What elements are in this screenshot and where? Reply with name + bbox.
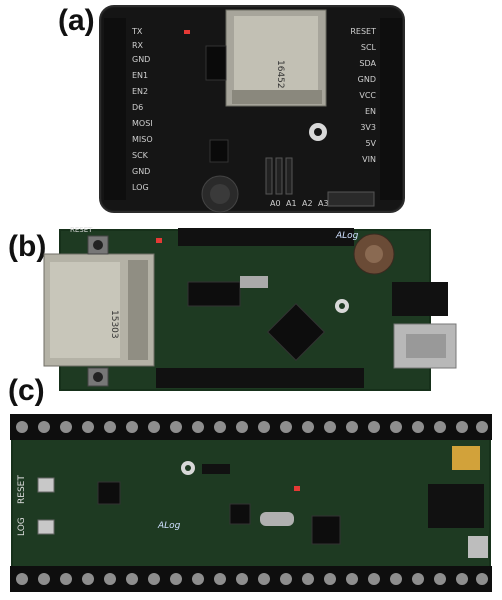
gear-icon [309,123,327,141]
board-b-top-terminals [178,228,354,246]
board-c-dc-jack [428,484,484,528]
board-b-reset-button [87,235,109,255]
svg-text:LOG: LOG [132,183,149,192]
board-b-usb-port [393,323,457,369]
svg-text:EN2: EN2 [132,87,148,96]
svg-text:SCL: SCL [361,43,377,52]
board-b-coin-battery [353,233,395,275]
gear-icon [335,299,349,313]
svg-text:D6: D6 [132,103,143,112]
board-c-brand: ALog [157,521,181,531]
svg-text:A0: A0 [270,199,281,208]
board-b-bottom-terminals [156,368,364,388]
board-a-bottom-labels: A0 A1 A2 A3 [270,199,329,208]
board-b-photo: 15303 RESET ALog [43,226,457,391]
board-c-crystal [260,512,294,526]
svg-text:3V3: 3V3 [360,123,376,132]
panel-label-b: (b) [8,230,47,263]
svg-text:EN1: EN1 [132,71,148,80]
svg-text:MOSI: MOSI [132,119,153,128]
board-c-reset-button [37,477,55,493]
board-a-right-terminals [380,18,402,200]
svg-text:TX: TX [131,27,143,36]
svg-text:5V: 5V [365,139,376,148]
panel-label-a: (a) [58,4,95,37]
board-c-usb-header [452,446,480,470]
svg-text:15303: 15303 [109,310,119,339]
board-c-log-label: LOG [17,517,27,536]
board-b-red-led [156,238,162,243]
svg-text:A3: A3 [318,199,329,208]
svg-text:A2: A2 [302,199,313,208]
board-c-reset-label: RESET [17,475,27,504]
svg-text:MISO: MISO [132,135,153,144]
board-a-coin-battery [201,175,239,213]
svg-text:16452: 16452 [275,60,285,89]
board-c-micro-usb [468,536,488,558]
board-c-photo: RESET LOG ALog [10,414,492,592]
svg-text:SCK: SCK [132,151,149,160]
svg-text:A1: A1 [286,199,297,208]
board-b-sd-card: 15303 [43,253,155,367]
svg-text:VIN: VIN [362,155,376,164]
svg-text:GND: GND [132,167,150,176]
board-a-sd-card: 16452 [225,9,327,107]
svg-text:GND: GND [358,75,376,84]
board-a-photo: 16452 TX RX GND EN1 EN2 D6 MOSI MISO SCK… [99,5,405,213]
board-c-pcb [11,415,491,589]
board-b-reset-label: RESET [70,226,93,234]
svg-text:VCC: VCC [359,91,376,100]
board-c-log-button [37,519,55,535]
board-c-red-led [294,486,300,491]
board-a-red-led [184,30,190,34]
svg-text:RESET: RESET [350,27,376,36]
svg-text:EN: EN [365,107,376,116]
svg-text:GND: GND [132,55,150,64]
board-b-brand: ALog [335,231,359,241]
gear-icon [181,461,195,475]
board-a-right-labels: RESET SCL SDA GND VCC EN 3V3 5V VIN [350,27,376,164]
svg-text:RX: RX [132,41,144,50]
panel-label-c: (c) [8,374,45,407]
svg-text:SDA: SDA [359,59,376,68]
board-b-dc-jack [392,282,448,316]
board-c-screws [16,421,488,585]
board-a-left-labels: TX RX GND EN1 EN2 D6 MOSI MISO SCK GND L… [131,27,153,192]
board-b-log-button [87,367,109,387]
board-a-left-terminals [104,18,126,200]
